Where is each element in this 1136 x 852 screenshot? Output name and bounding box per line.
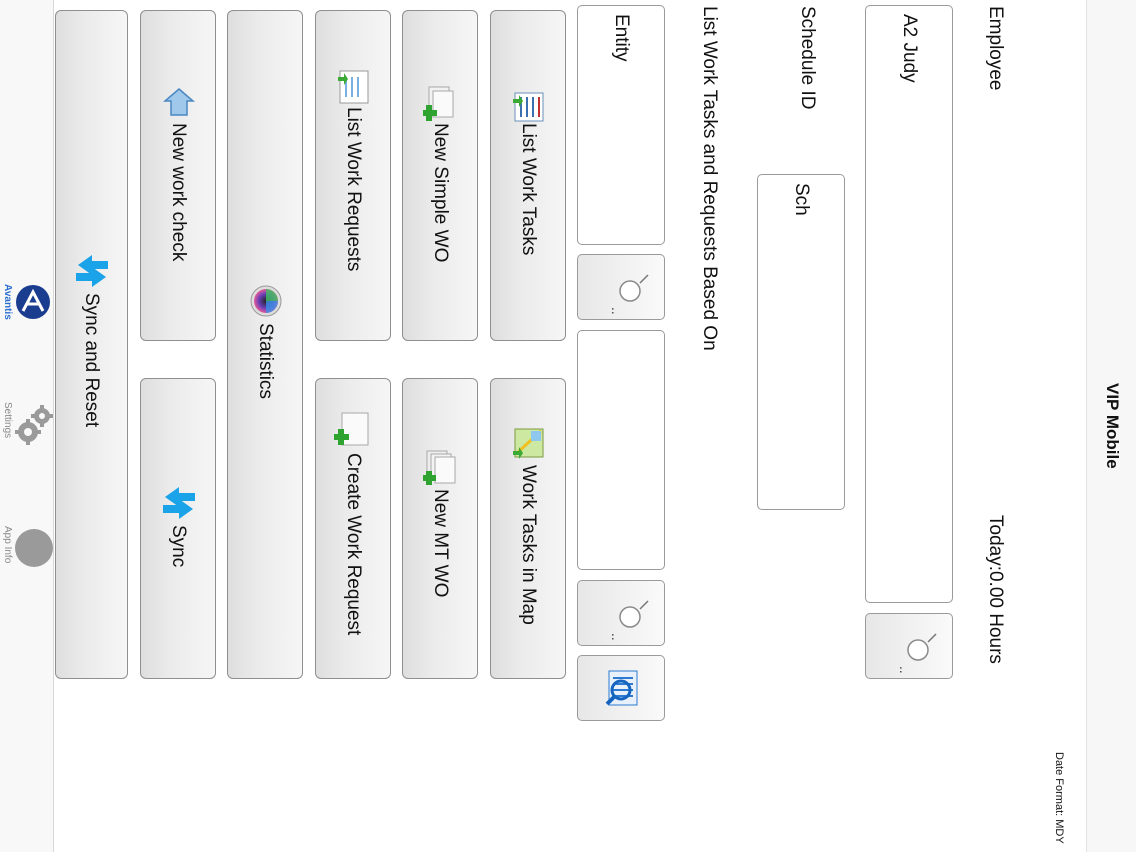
sync-and-reset-button[interactable]: Sync and Reset	[55, 10, 128, 679]
list-work-tasks-button[interactable]: List Work Tasks	[490, 10, 566, 341]
search-list-button[interactable]	[577, 655, 665, 721]
entity-lookup-button[interactable]: ...	[577, 254, 665, 320]
new-work-check-label: New work check	[168, 123, 189, 262]
tab-app-info[interactable]: App Info	[0, 520, 54, 580]
search-list-icon	[605, 670, 638, 706]
magnifier-icon: ...	[897, 633, 937, 674]
work-tasks-in-map-button[interactable]: Work Tasks in Map	[490, 378, 566, 679]
list-work-requests-label: List Work Requests	[343, 107, 364, 272]
sync-arrows-icon	[163, 487, 195, 519]
work-tasks-in-map-label: Work Tasks in Map	[518, 465, 539, 625]
new-simple-wo-button[interactable]: New Simple WO	[402, 10, 478, 341]
create-work-request-label: Create Work Request	[343, 453, 364, 636]
arrow-icon	[162, 88, 196, 116]
new-mt-wo-button[interactable]: New MT WO	[402, 378, 478, 679]
schedule-id-label: Schedule ID	[797, 6, 818, 110]
employee-lookup-button[interactable]: ...	[865, 613, 953, 679]
new-mt-wo-label: New MT WO	[430, 489, 451, 598]
request-list-icon	[338, 70, 369, 104]
svg-text:...: ...	[897, 666, 911, 674]
statistics-button[interactable]: Statistics	[227, 10, 303, 679]
magnifier-icon: ...	[609, 274, 649, 315]
entity-value-lookup-button[interactable]: ...	[577, 580, 665, 646]
task-list-icon	[513, 92, 544, 122]
svg-text:...: ...	[609, 307, 623, 315]
map-icon	[513, 428, 544, 459]
tab-settings[interactable]: Settings	[0, 400, 54, 460]
new-document-icon	[423, 86, 454, 121]
new-simple-wo-label: New Simple WO	[430, 123, 451, 263]
sync-and-reset-label: Sync and Reset	[81, 293, 102, 428]
new-work-check-button[interactable]: New work check	[140, 10, 216, 341]
entity-value-field[interactable]	[577, 330, 665, 570]
new-multi-document-icon	[423, 450, 456, 485]
create-document-icon	[334, 412, 369, 446]
title-bar	[1086, 0, 1136, 852]
sync-button[interactable]: Sync	[140, 378, 216, 679]
entity-label: Entity	[611, 14, 632, 62]
create-work-request-button[interactable]: Create Work Request	[315, 378, 391, 679]
magnifier-icon: ...	[609, 600, 649, 641]
tab-avantis-label: Avantis	[2, 284, 13, 320]
schedule-id-value: Sch	[791, 183, 812, 216]
date-format-label: Date Format: MDY	[1053, 752, 1065, 844]
svg-text:...: ...	[609, 633, 623, 641]
tab-settings-label: Settings	[2, 402, 13, 439]
gears-icon	[15, 405, 53, 445]
list-work-requests-button[interactable]: List Work Requests	[315, 10, 391, 341]
tab-app-info-label: App Info	[2, 526, 13, 564]
app-title: VIP Mobile	[1103, 383, 1122, 469]
color-wheel-icon	[250, 285, 282, 317]
employee-label: Employee	[985, 6, 1006, 91]
avantis-logo-icon	[16, 285, 50, 319]
info-circle-icon	[15, 529, 53, 567]
today-hours-label: Today:0.00 Hours	[985, 515, 1006, 664]
sync-arrows-icon	[76, 255, 108, 287]
employee-field[interactable]: A2 Judy	[865, 5, 953, 603]
employee-value: A2 Judy	[899, 14, 920, 83]
list-based-on-label: List Work Tasks and Requests Based On	[699, 6, 720, 351]
sync-label: Sync	[168, 525, 189, 568]
list-work-tasks-label: List Work Tasks	[518, 123, 539, 256]
tab-avantis[interactable]: Avantis	[0, 276, 54, 366]
entity-field[interactable]: Entity	[577, 5, 665, 245]
statistics-label: Statistics	[255, 323, 276, 400]
schedule-id-field[interactable]: Sch	[757, 174, 845, 510]
